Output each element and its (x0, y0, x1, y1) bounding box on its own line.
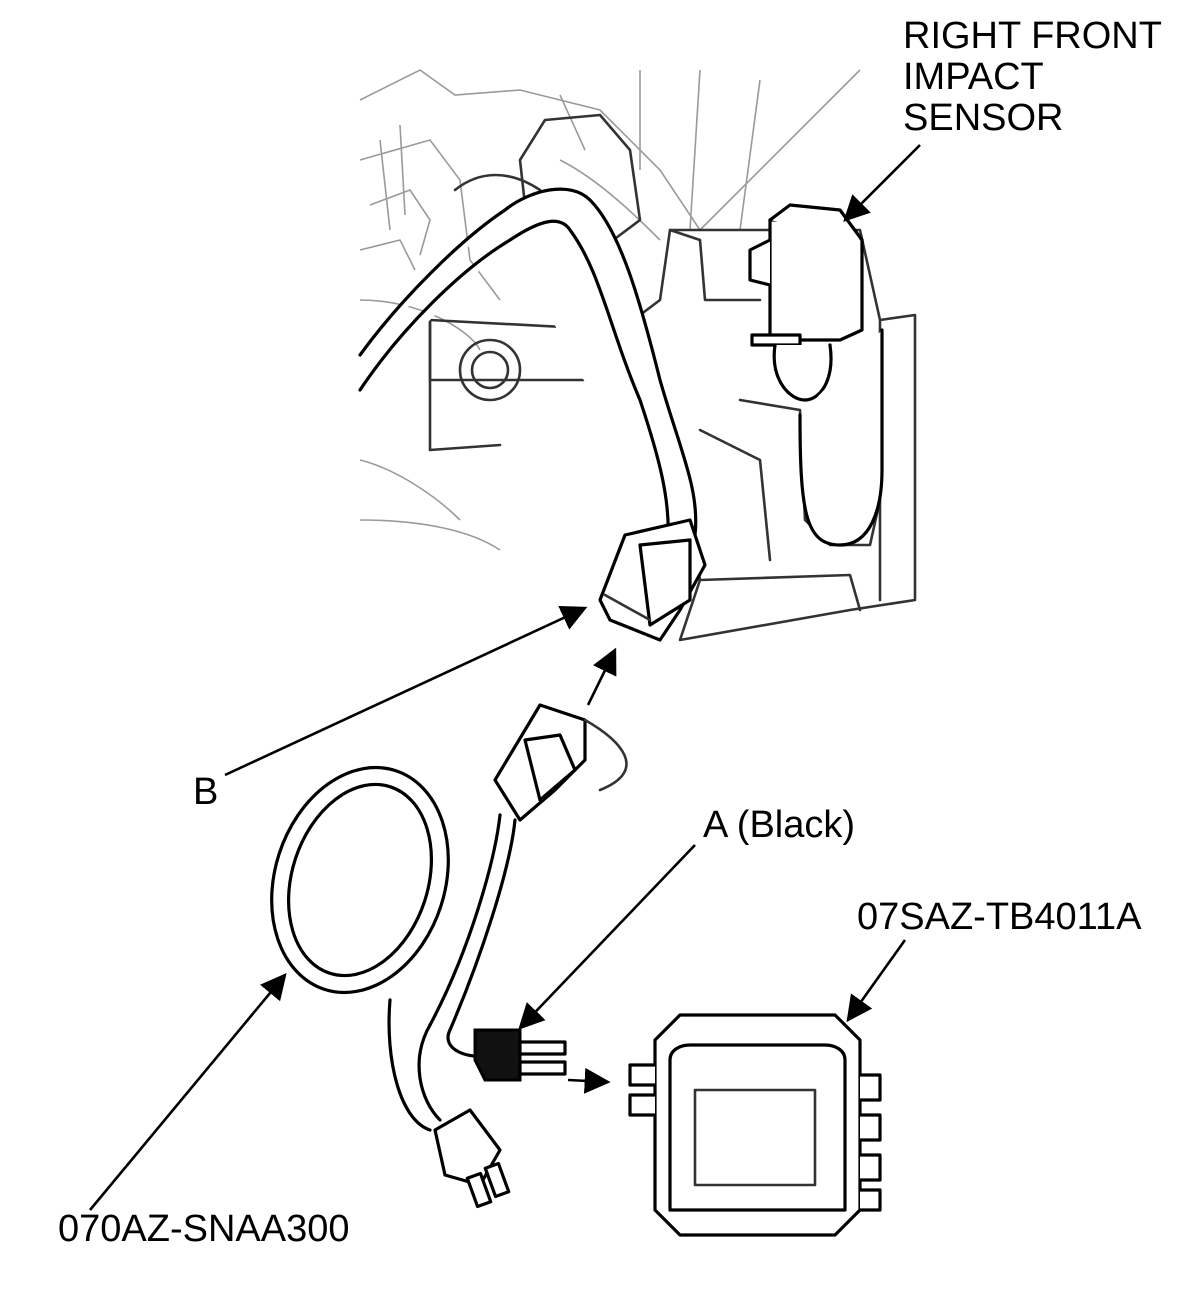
connector-a-leader-arrow (518, 844, 696, 1030)
connect-direction-arrow-b (586, 647, 617, 706)
connector-b-drawing (598, 518, 707, 642)
connector-a-label: A (Black) (703, 804, 856, 846)
tool-part-number-label: 07SAZ-TB4011A (857, 896, 1142, 938)
sensor-label: RIGHT FRONT IMPACT SENSOR (903, 16, 1162, 139)
sensor-label-line1: RIGHT FRONT (903, 15, 1162, 57)
connector-b-label: B (193, 771, 219, 813)
connector-b-leader-arrow (224, 606, 588, 777)
connector-a-black-drawing (473, 1028, 567, 1082)
sensor-label-line2: IMPACT (903, 56, 1044, 98)
impact-sensor-drawing (748, 203, 884, 547)
adapter-harness-cable (270, 765, 517, 1132)
tool-box-drawing (628, 1013, 882, 1237)
sensor-leader-arrow (843, 144, 921, 222)
connect-direction-arrow-a (567, 1067, 611, 1094)
sensor-label-line3: SENSOR (903, 97, 1064, 139)
harness-leader-arrow (88, 972, 287, 1211)
power-plug-drawing (433, 1108, 511, 1209)
harness-part-number-label: 070AZ-SNAA300 (58, 1208, 350, 1250)
tool-leader-arrow (846, 939, 907, 1023)
harness-connector-drawing (493, 703, 628, 822)
vehicle-harness (358, 187, 698, 542)
